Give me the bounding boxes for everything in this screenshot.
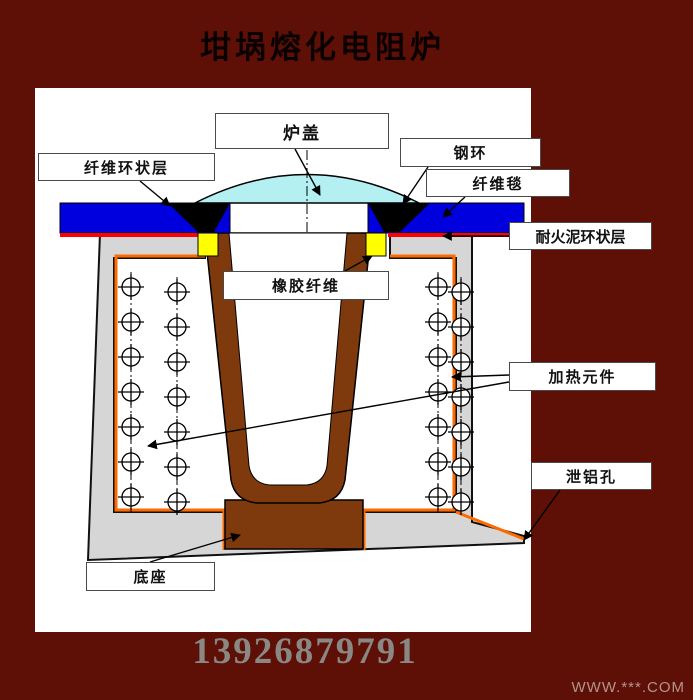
steel-ring-right bbox=[368, 203, 430, 232]
watermark: WWW.***.COM bbox=[571, 679, 685, 696]
label-aluminum-drain-hole: 泄铝孔 bbox=[531, 462, 652, 490]
arrow-base bbox=[149, 532, 241, 563]
page-title: 坩埚熔化电阻炉 bbox=[200, 30, 445, 65]
arrow-drain-hole bbox=[523, 489, 561, 541]
label-steel-ring: 钢环 bbox=[400, 138, 541, 167]
steel-ring-left bbox=[168, 203, 230, 232]
phone-number: 13926879791 bbox=[192, 631, 418, 672]
label-fiber-ring-layer: 纤维环状层 bbox=[38, 153, 215, 181]
label-rubber-fiber: 橡胶纤维 bbox=[223, 271, 389, 300]
label-furnace-lid: 炉盖 bbox=[215, 113, 389, 149]
arrow-rubber-fiber bbox=[344, 255, 373, 272]
furnace-lining-right bbox=[362, 254, 456, 550]
label-heating-element: 加热元件 bbox=[509, 362, 656, 391]
label-refractory-ring-layer: 耐火泥环状层 bbox=[509, 222, 652, 250]
callout-arrows bbox=[139, 148, 561, 563]
arrow-fiber-blanket bbox=[442, 196, 466, 218]
drain-channel-line bbox=[455, 510, 525, 541]
furnace-lining bbox=[114, 254, 525, 550]
rubber-seal-left bbox=[197, 232, 219, 257]
arrow-heating-left bbox=[147, 381, 510, 450]
furnace-lining-left bbox=[114, 254, 226, 550]
arrow-heating-right bbox=[451, 371, 510, 382]
arrow-fiber-ring-layer bbox=[139, 180, 171, 207]
arrow-lid bbox=[294, 148, 321, 196]
rubber-seal-right bbox=[365, 232, 387, 257]
label-base: 底座 bbox=[86, 562, 215, 591]
label-fiber-blanket: 纤维毯 bbox=[426, 169, 570, 197]
arrow-steel-ring bbox=[402, 166, 429, 205]
crucible-base bbox=[224, 499, 364, 550]
